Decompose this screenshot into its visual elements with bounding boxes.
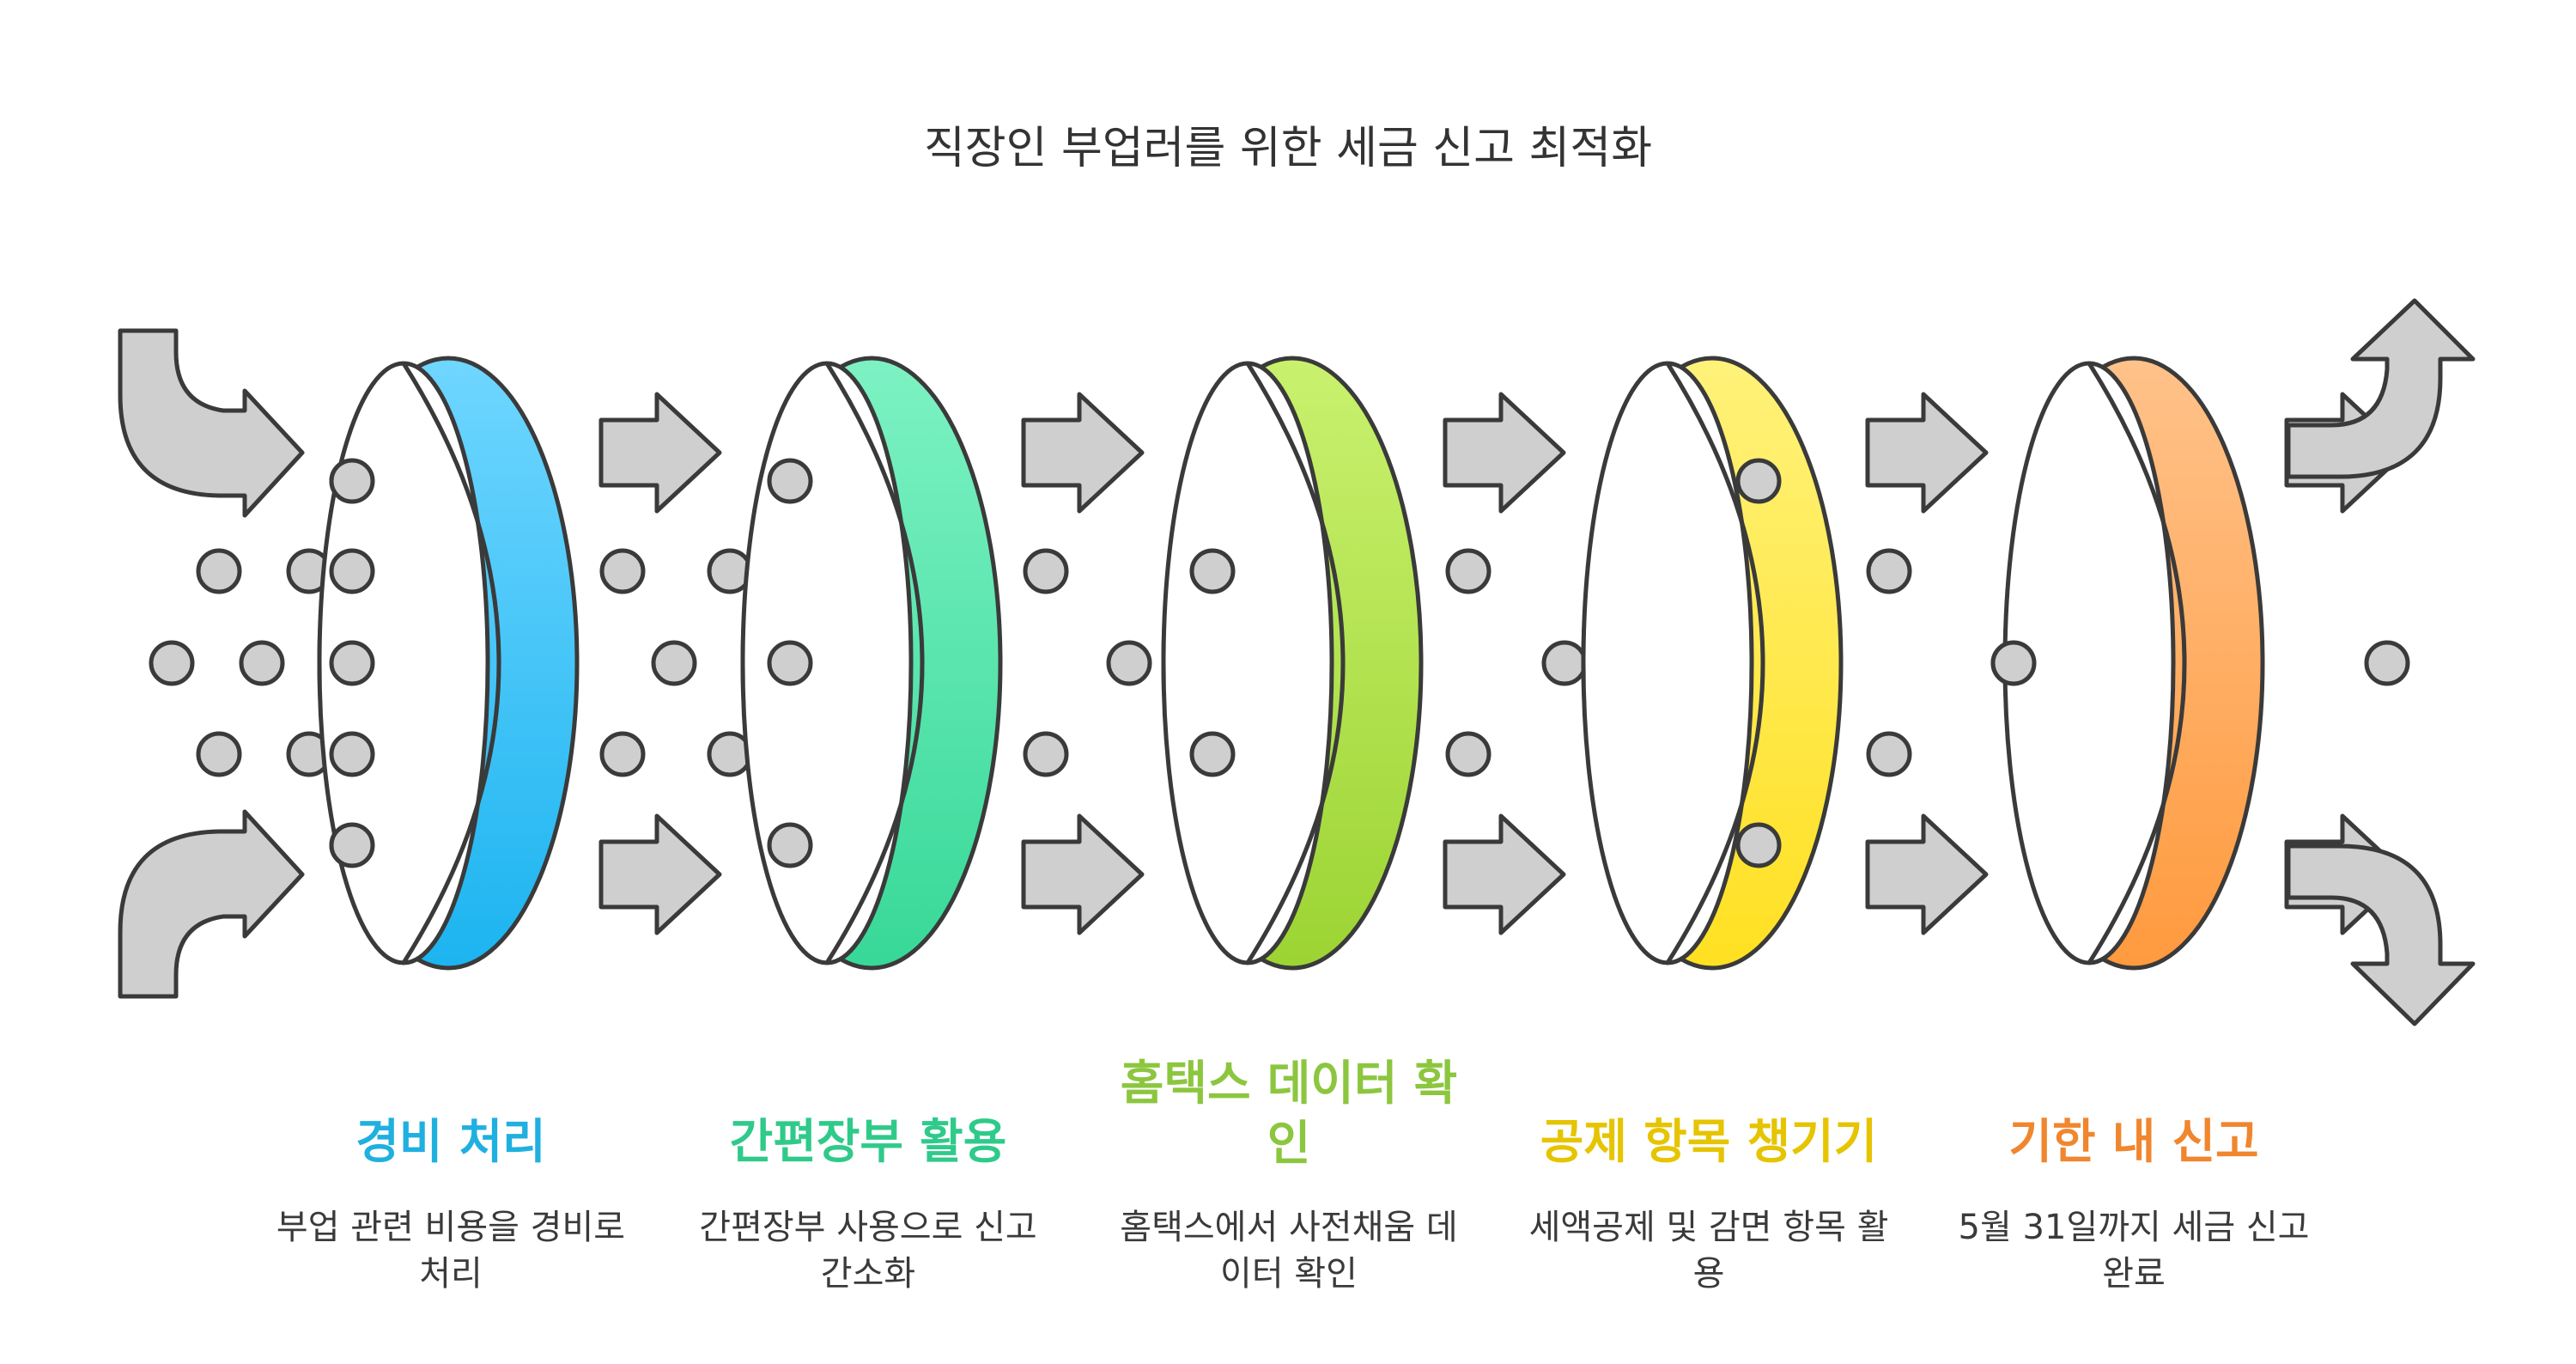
ring-icon	[2002, 356, 2265, 971]
circle-icon	[2364, 640, 2410, 686]
step-desc-bookkeeping: 간편장부 사용으로 신고 간소화	[699, 1208, 1037, 1294]
flow-arrows	[118, 298, 2476, 1026]
circle-icon	[1023, 731, 1069, 777]
right-arrow-icon	[1021, 813, 1145, 935]
circle-icon	[1866, 548, 1912, 594]
circle-icon	[1023, 548, 1069, 594]
circle-icon	[329, 822, 375, 868]
circle-icon	[767, 458, 813, 504]
filter-rings	[317, 356, 2265, 971]
circle-icon	[329, 458, 375, 504]
step-title-bookkeeping: 간편장부 활용	[729, 1114, 1007, 1169]
circle-icon	[1189, 731, 1236, 777]
right-arrow-icon	[1443, 813, 1566, 935]
right-arrow-icon	[598, 392, 722, 514]
circle-icon	[196, 548, 242, 594]
step-title-expense: 경비 처리	[355, 1114, 546, 1169]
step-desc-deadline: 5월 31일까지 세금 신고 완료	[1958, 1208, 2310, 1294]
step-title-deadline: 기한 내 신고	[2008, 1114, 2259, 1169]
circle-icon	[1106, 640, 1152, 686]
curved-arrow-icon	[118, 809, 305, 999]
step-desc-hometax: 홈택스에서 사전채움 데이터 확인	[1120, 1208, 1458, 1294]
circle-icon	[1189, 548, 1236, 594]
curved-arrow-icon	[2286, 843, 2476, 1026]
circle-icon	[239, 640, 285, 686]
circle-icon	[767, 822, 813, 868]
right-arrow-icon	[1865, 813, 1989, 935]
curved-arrow-icon	[2286, 298, 2476, 479]
ring-icon	[1581, 356, 1844, 971]
circle-icon	[1735, 822, 1782, 868]
ring-icon	[317, 356, 580, 971]
ring-icon	[740, 356, 1003, 971]
circle-icon	[329, 640, 375, 686]
circle-icon	[599, 731, 646, 777]
circle-icon	[1541, 640, 1588, 686]
circle-icon	[1445, 731, 1492, 777]
circle-icon	[196, 731, 242, 777]
step-desc-expense: 부업 관련 비용을 경비로 처리	[276, 1208, 626, 1294]
step-title-hometax: 홈택스 데이터 확인	[1120, 1056, 1458, 1171]
step-title-deduction: 공제 항목 챙기기	[1540, 1114, 1878, 1169]
right-arrow-icon	[1865, 392, 1989, 514]
page-title: 직장인 부업러를 위한 세금 신고 최적화	[923, 123, 1653, 174]
circle-icon	[651, 640, 697, 686]
circle-icon	[329, 548, 375, 594]
right-arrow-icon	[598, 813, 722, 935]
circle-icon	[1866, 731, 1912, 777]
circle-icon	[149, 640, 195, 686]
circle-icon	[599, 548, 646, 594]
curved-arrow-icon	[118, 328, 305, 518]
step-desc-deduction: 세액공제 및 감면 항목 활용	[1528, 1208, 1889, 1294]
circle-icon	[767, 640, 813, 686]
circle-icon	[329, 731, 375, 777]
ring-icon	[1161, 356, 1424, 971]
circle-icon	[1445, 548, 1492, 594]
circle-icon	[1990, 640, 2037, 686]
right-arrow-icon	[1443, 392, 1566, 514]
circle-icon	[1735, 458, 1782, 504]
right-arrow-icon	[1021, 392, 1145, 514]
